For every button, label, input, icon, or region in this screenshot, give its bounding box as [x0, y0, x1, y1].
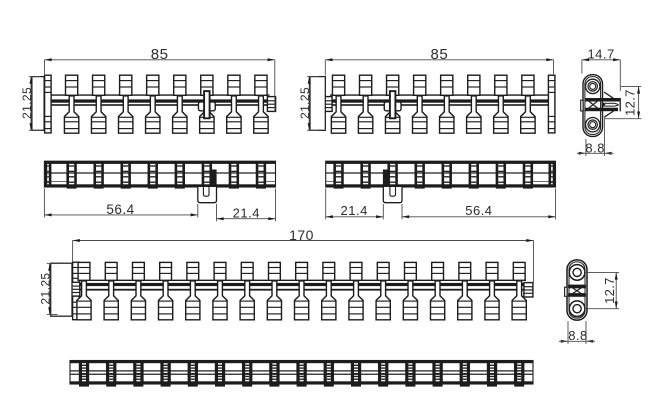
svg-text:8.8: 8.8 — [568, 328, 588, 343]
svg-text:8.8: 8.8 — [585, 141, 605, 156]
svg-text:21.25: 21.25 — [39, 273, 53, 305]
svg-text:21.25: 21.25 — [298, 87, 312, 119]
svg-text:12.7: 12.7 — [623, 89, 638, 116]
svg-text:21.4: 21.4 — [341, 203, 368, 218]
svg-text:85: 85 — [431, 46, 449, 63]
svg-text:14.7: 14.7 — [587, 47, 614, 62]
svg-text:56.4: 56.4 — [465, 203, 492, 218]
svg-text:21.4: 21.4 — [233, 205, 260, 220]
svg-text:56.4: 56.4 — [106, 202, 134, 217]
svg-text:12.7: 12.7 — [602, 277, 617, 304]
svg-text:85: 85 — [151, 46, 169, 63]
svg-text:21.25: 21.25 — [20, 87, 34, 119]
svg-text:170: 170 — [289, 227, 314, 243]
